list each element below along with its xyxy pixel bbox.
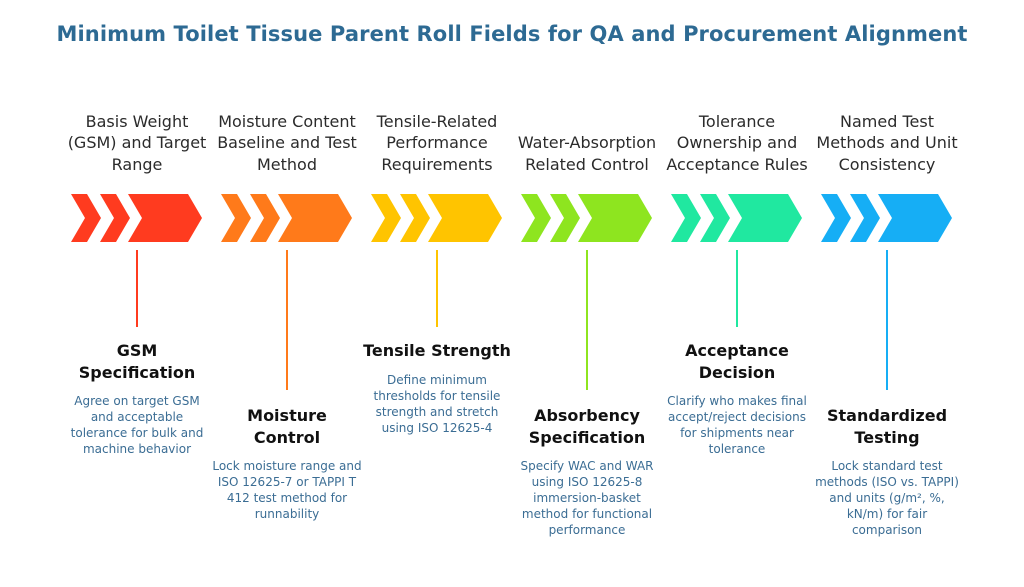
small-chevron-icon [700,194,730,242]
small-chevron-icon [400,194,430,242]
large-chevron-icon [428,194,502,242]
chevron-icon [521,194,652,242]
step-chevron-group [369,192,509,244]
step-connector [286,250,288,390]
step-chevron-group [669,192,809,244]
small-chevron-icon [521,194,551,242]
chevron-icon [371,194,502,242]
small-chevron-icon [371,194,401,242]
step-heading: Water-Absorption Related Control [512,68,662,175]
step-chevron-group [519,192,659,244]
small-chevron-icon [221,194,251,242]
large-chevron-icon [728,194,802,242]
small-chevron-icon [550,194,580,242]
step-heading-text: Tensile-Related Performance Requirements [376,111,498,174]
step-heading: Basis Weight (GSM) and Target Range [62,68,212,175]
chevron-icon [71,194,202,242]
step-card-text: Specify WAC and WAR using ISO 12625-8 im… [520,459,654,537]
large-chevron-icon [128,194,202,242]
step-chevron-group [69,192,209,244]
step-card-title: Absorbency Specification [528,406,646,447]
step-connector [136,250,138,327]
large-chevron-icon [278,194,352,242]
step-card-text: Lock standard test methods (ISO vs. TAPP… [815,459,959,537]
step-connector [886,250,888,390]
step-heading: Named Test Methods and Unit Consistency [812,68,962,175]
step-chevron-group [819,192,959,244]
large-chevron-icon [578,194,652,242]
chevron-icon [821,194,952,242]
small-chevron-icon [671,194,701,242]
step-heading-text: Basis Weight (GSM) and Target Range [67,111,207,174]
small-chevron-icon [850,194,880,242]
small-chevron-icon [100,194,130,242]
small-chevron-icon [250,194,280,242]
step-card-title: GSM Specification [78,341,196,382]
step-heading-text: Named Test Methods and Unit Consistency [816,111,958,174]
step-card-title: Acceptance Decision [685,341,789,382]
page-title: Minimum Toilet Tissue Parent Roll Fields… [56,22,968,46]
step-heading: Tolerance Ownership and Acceptance Rules [662,68,812,175]
step-card-title: Tensile Strength [363,341,511,360]
step-card-text: Agree on target GSM and acceptable toler… [70,394,204,456]
step-card-title: Standardized Testing [826,406,948,447]
small-chevron-icon [821,194,851,242]
step-heading-text: Moisture Content Baseline and Test Metho… [217,111,357,174]
step-card-text: Define minimum thresholds for tensile st… [373,372,501,435]
step-heading-text: Water-Absorption Related Control [517,133,657,174]
chevron-icon [671,194,802,242]
chevron-icon [221,194,352,242]
step-heading: Tensile-Related Performance Requirements [362,68,512,175]
small-chevron-icon [71,194,101,242]
step-connector [736,250,738,327]
step-card-text: Lock moisture range and ISO 12625-7 or T… [212,459,362,521]
step-card-title: Moisture Control [247,406,327,447]
large-chevron-icon [878,194,952,242]
step-card-text: Clarify who makes final accept/reject de… [667,394,807,456]
step-heading: Moisture Content Baseline and Test Metho… [212,68,362,175]
step-chevron-group [219,192,359,244]
step-heading-text: Tolerance Ownership and Acceptance Rules [666,111,808,174]
step-connector [586,250,588,390]
step-connector [436,250,438,327]
